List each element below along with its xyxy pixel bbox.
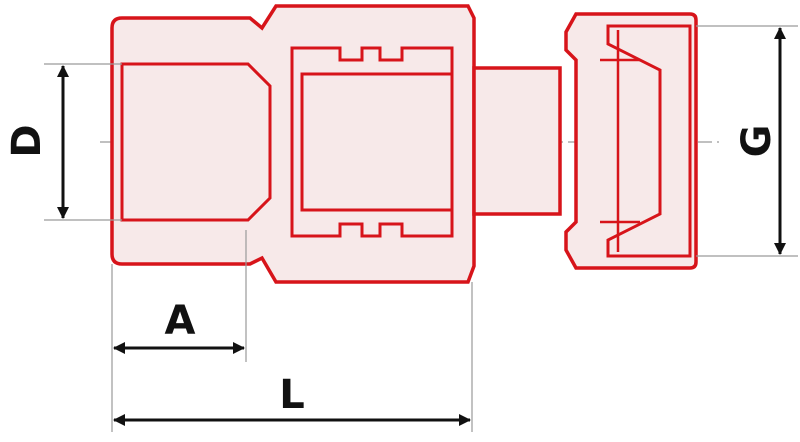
nut-bore bbox=[300, 72, 454, 212]
cone-insert bbox=[606, 24, 692, 258]
extension-lines bbox=[44, 25, 798, 432]
stem bbox=[472, 66, 562, 216]
label-a: A bbox=[165, 298, 196, 344]
socket-bore bbox=[120, 62, 272, 222]
label-g: G bbox=[734, 125, 780, 158]
cone-inner-line bbox=[600, 30, 640, 252]
label-d: D bbox=[4, 124, 50, 157]
label-l: L bbox=[279, 372, 305, 418]
fitting-body bbox=[110, 4, 698, 284]
